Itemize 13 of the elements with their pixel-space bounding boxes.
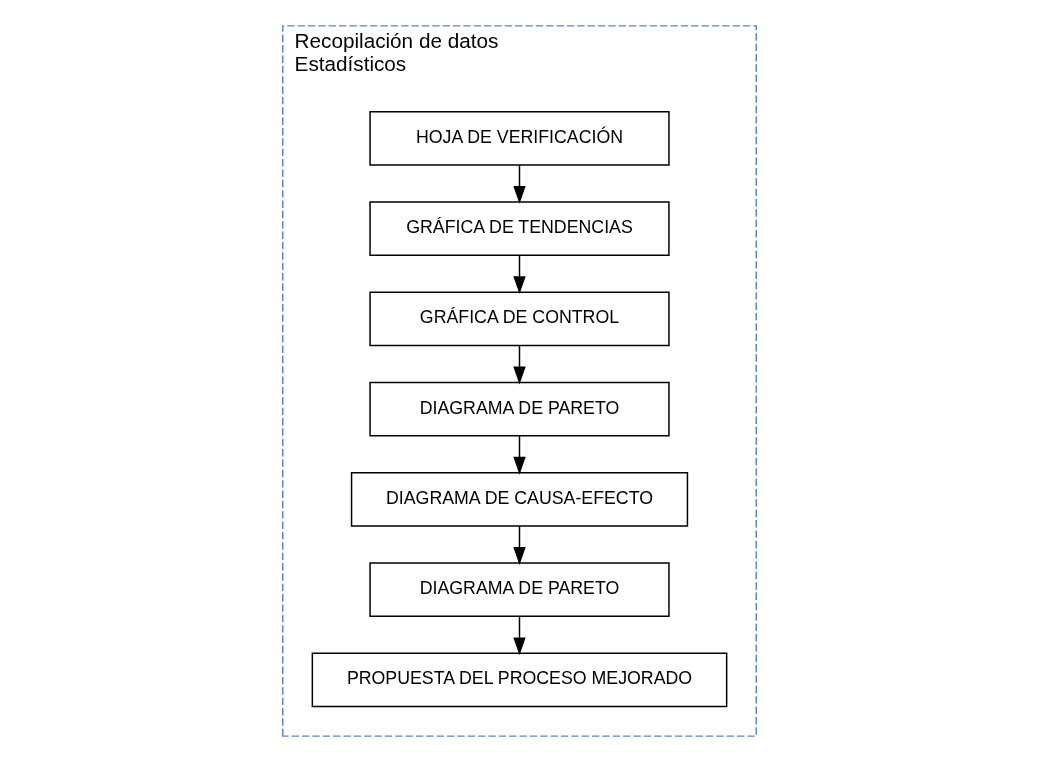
node-box: DIAGRAMA DE CAUSA-EFECTO xyxy=(350,472,688,527)
arrow xyxy=(512,615,526,656)
node-box: HOJA DE VERIFICACIÓN xyxy=(368,110,670,166)
arrow xyxy=(512,525,526,565)
node-box: GRÁFICA DE CONTROL xyxy=(368,291,670,347)
arrow xyxy=(512,164,526,204)
arrow xyxy=(512,344,526,385)
arrow xyxy=(512,435,526,475)
arrow xyxy=(512,254,526,295)
node-box: DIAGRAMA DE PARETO xyxy=(368,381,670,437)
node-box: GRÁFICA DE TENDENCIAS xyxy=(368,201,670,256)
node-box: DIAGRAMA DE PARETO xyxy=(368,562,670,617)
node-box: PROPUESTA DEL PROCESO MEJORADO xyxy=(311,652,727,708)
